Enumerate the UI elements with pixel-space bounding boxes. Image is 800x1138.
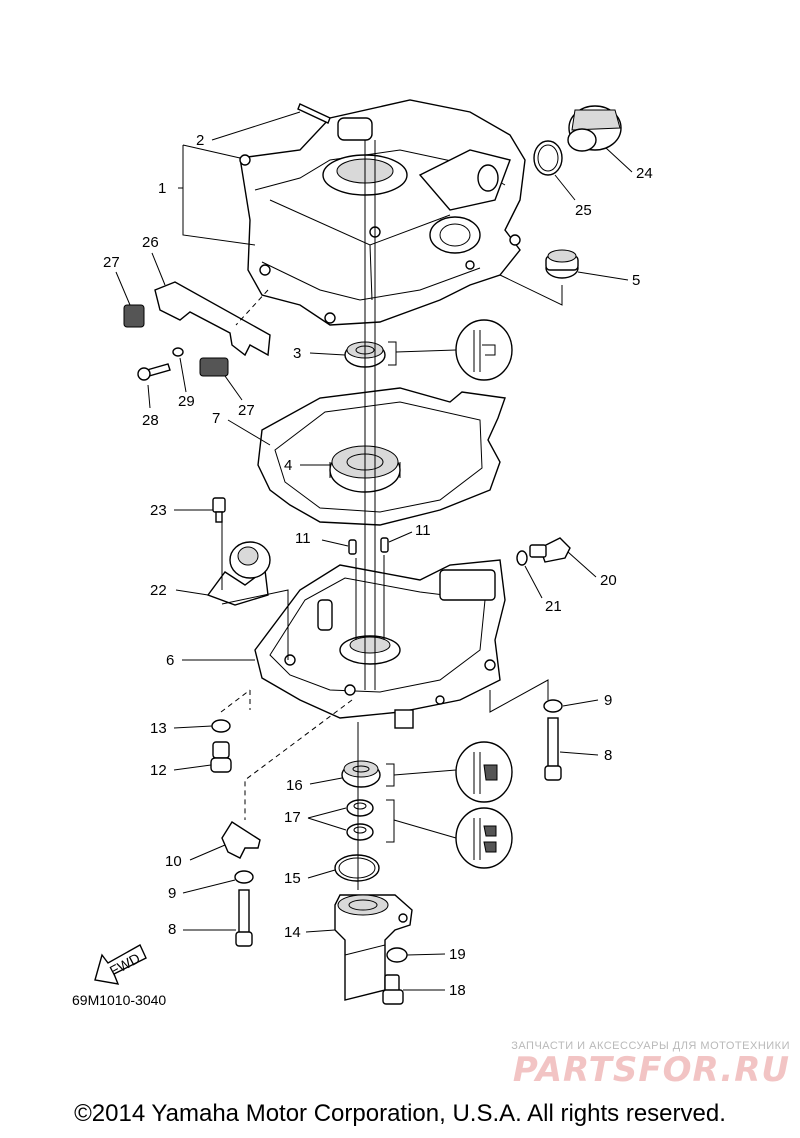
callout-6: 6	[166, 652, 174, 669]
watermark-tagline: ЗАПЧАСТИ И АКСЕССУАРЫ ДЛЯ МОТОТЕХНИКИ	[511, 1040, 790, 1052]
bolt-18	[382, 974, 404, 1005]
clamp-10	[221, 821, 261, 859]
bracket-22	[206, 541, 271, 606]
callout-8-left: 8	[168, 921, 176, 938]
seal-detail-16	[455, 741, 513, 803]
filler-cap-24	[567, 105, 622, 152]
callout-3: 3	[293, 345, 301, 362]
bolt-8-right	[544, 717, 562, 781]
callout-1: 1	[158, 180, 166, 197]
callout-11-left: 11	[295, 530, 311, 547]
grommet-27-upper	[123, 304, 145, 328]
housing-14	[334, 894, 413, 1001]
callout-27-upper: 27	[103, 254, 120, 271]
callout-27-lower: 27	[238, 402, 255, 419]
part-5	[545, 249, 579, 279]
leader-lines	[115, 111, 633, 991]
callout-7: 7	[212, 410, 220, 427]
callout-10: 10	[165, 853, 182, 870]
fwd-arrow-icon: FWD	[94, 944, 147, 985]
watermark-brand: PARTSFOR.RU	[512, 1050, 790, 1090]
pin-11-right	[380, 537, 389, 553]
callout-12: 12	[150, 762, 167, 779]
o-ring-15	[334, 854, 380, 882]
washer-29	[172, 347, 184, 357]
callout-9-left: 9	[168, 885, 176, 902]
callout-21: 21	[545, 598, 562, 615]
washer-13	[211, 719, 231, 733]
callout-22: 22	[150, 582, 167, 599]
washer-9-right	[543, 699, 563, 713]
callout-23: 23	[150, 502, 167, 519]
watermark: ЗАПЧАСТИ И АКСЕССУАРЫ ДЛЯ МОТОТЕХНИКИ PA…	[490, 1040, 790, 1088]
gasket-21	[516, 550, 528, 566]
bolt-23	[212, 497, 226, 523]
washer-19	[386, 947, 408, 963]
oil-seal-17-lower	[346, 823, 374, 841]
oil-pan-6	[254, 559, 506, 729]
callout-15: 15	[284, 870, 301, 887]
bolt-8-left	[235, 889, 253, 947]
crankcase-assembly	[239, 99, 526, 326]
callout-25: 25	[575, 202, 592, 219]
callout-labels: 1 2 3 4 5 6 7 8 8 9 9 10 11 11 12 13 14 …	[103, 132, 653, 999]
callout-5: 5	[632, 272, 640, 289]
oil-seal-16	[341, 760, 381, 788]
grommet-27-lower	[199, 357, 229, 377]
callout-4: 4	[284, 457, 292, 474]
o-ring-25	[533, 140, 563, 176]
callout-28: 28	[142, 412, 159, 429]
plug-20	[529, 537, 571, 563]
callout-8-right: 8	[604, 747, 612, 764]
callout-18: 18	[449, 982, 466, 999]
bolt-12	[210, 741, 232, 773]
exploded-parts-diagram: FWD 69M1010-3040 1 2 3 4 5 6 7 8 8 9 9 1…	[72, 99, 653, 1008]
bolt-2	[297, 103, 331, 124]
callout-20: 20	[600, 572, 617, 589]
copyright-notice: ©2014 Yamaha Motor Corporation, U.S.A. A…	[74, 1100, 726, 1127]
callout-2: 2	[196, 132, 204, 149]
seal-detail-17	[455, 807, 513, 869]
oil-seal-17-upper	[346, 799, 374, 817]
callout-14: 14	[284, 924, 301, 941]
callout-19: 19	[449, 946, 466, 963]
drawing-code: 69M1010-3040	[72, 992, 166, 1008]
callout-9-right: 9	[604, 692, 612, 709]
callout-13: 13	[150, 720, 167, 737]
callout-29: 29	[178, 393, 195, 410]
callout-24: 24	[636, 165, 653, 182]
callout-26: 26	[142, 234, 159, 251]
washer-9-left	[234, 870, 254, 884]
screw-28	[137, 363, 171, 381]
cover-26	[154, 281, 271, 357]
callout-17: 17	[284, 809, 301, 826]
pin-11-left	[348, 539, 357, 555]
callout-16: 16	[286, 777, 303, 794]
callout-11-right: 11	[415, 522, 431, 539]
seal-detail-3	[455, 319, 513, 381]
